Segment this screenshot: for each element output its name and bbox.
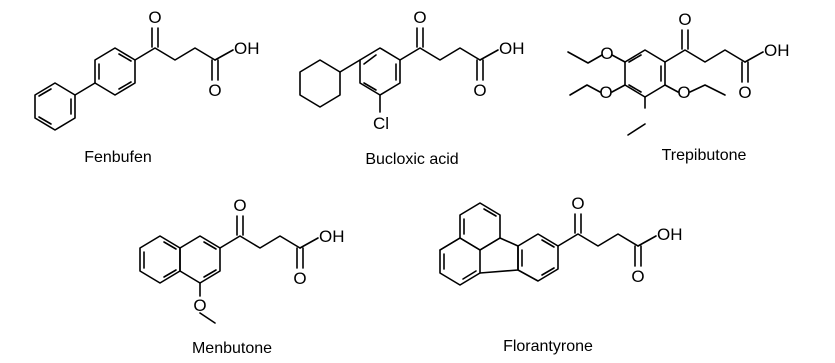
florantyrone-ketone-oxygen: O <box>571 194 584 213</box>
menbutone-carbonyl-oxygen: O <box>293 269 306 288</box>
trepibutone-ethoxy-oxygen-right: O <box>677 83 690 102</box>
menbutone-structure: O OH O O <box>139 196 345 324</box>
fenbufen-phenylene-ring <box>94 47 136 96</box>
florantyrone-naphthalene-lower-ring <box>439 237 481 286</box>
menbutone-name: Menbutone <box>192 340 272 357</box>
bucloxic-acid-name: Bucloxic acid <box>365 151 458 168</box>
menbutone-methoxy-oxygen: O <box>193 296 206 315</box>
bucloxic-chlorophenyl-ring <box>359 47 401 96</box>
fenbufen-phenyl-ring <box>34 82 76 131</box>
florantyrone-hydroxyl-label: OH <box>657 225 683 244</box>
bucloxic-hydroxyl-label: OH <box>499 39 525 58</box>
trepibutone-ketone-oxygen: O <box>678 10 691 29</box>
menbutone-ketone-oxygen: O <box>233 196 246 215</box>
fenbufen-structure: O OH O <box>34 8 260 131</box>
bucloxic-ketone-oxygen: O <box>413 8 426 27</box>
bucloxic-acid-structure: O OH O Cl <box>299 8 525 133</box>
trepibutone-carbonyl-oxygen: O <box>738 83 751 102</box>
florantyrone-benzo-ring <box>517 233 559 282</box>
trepibutone-ethoxy-oxygen-left: O <box>599 83 612 102</box>
florantyrone-name: Florantyrone <box>503 338 593 355</box>
fenbufen-hydroxyl-label: OH <box>234 39 260 58</box>
florantyrone-carbonyl-oxygen: O <box>631 267 644 286</box>
fenbufen-name: Fenbufen <box>84 149 152 166</box>
menbutone-naphthalene-left-ring <box>139 235 181 284</box>
menbutone-butanoic-chain <box>219 215 319 269</box>
florantyrone-naphthalene-upper-ring <box>459 202 501 251</box>
trepibutone-benzene-ring <box>624 49 666 98</box>
fenbufen-ketone-oxygen: O <box>148 8 161 27</box>
trepibutone-ethoxy-oxygen-top: O <box>600 44 613 63</box>
trepibutone-name: Trepibutone <box>662 147 747 164</box>
florantyrone-butanoic-chain <box>557 213 657 267</box>
trepibutone-butanoic-chain <box>664 29 764 83</box>
bucloxic-chlorine-label: Cl <box>373 114 389 133</box>
fenbufen-carbonyl-oxygen: O <box>208 81 221 100</box>
bucloxic-cyclohexyl-ring <box>299 59 341 108</box>
florantyrone-structure: O OH O <box>439 194 683 286</box>
bucloxic-butanoic-chain <box>399 27 499 81</box>
trepibutone-structure: O OH O O O O <box>567 10 790 136</box>
florantyrone-five-membered-ring <box>479 237 519 274</box>
bucloxic-carbonyl-oxygen: O <box>473 81 486 100</box>
fenbufen-butanoic-chain <box>134 27 234 81</box>
menbutone-naphthalene-right-ring <box>179 235 221 284</box>
menbutone-hydroxyl-label: OH <box>319 227 345 246</box>
trepibutone-hydroxyl-label: OH <box>764 41 790 60</box>
